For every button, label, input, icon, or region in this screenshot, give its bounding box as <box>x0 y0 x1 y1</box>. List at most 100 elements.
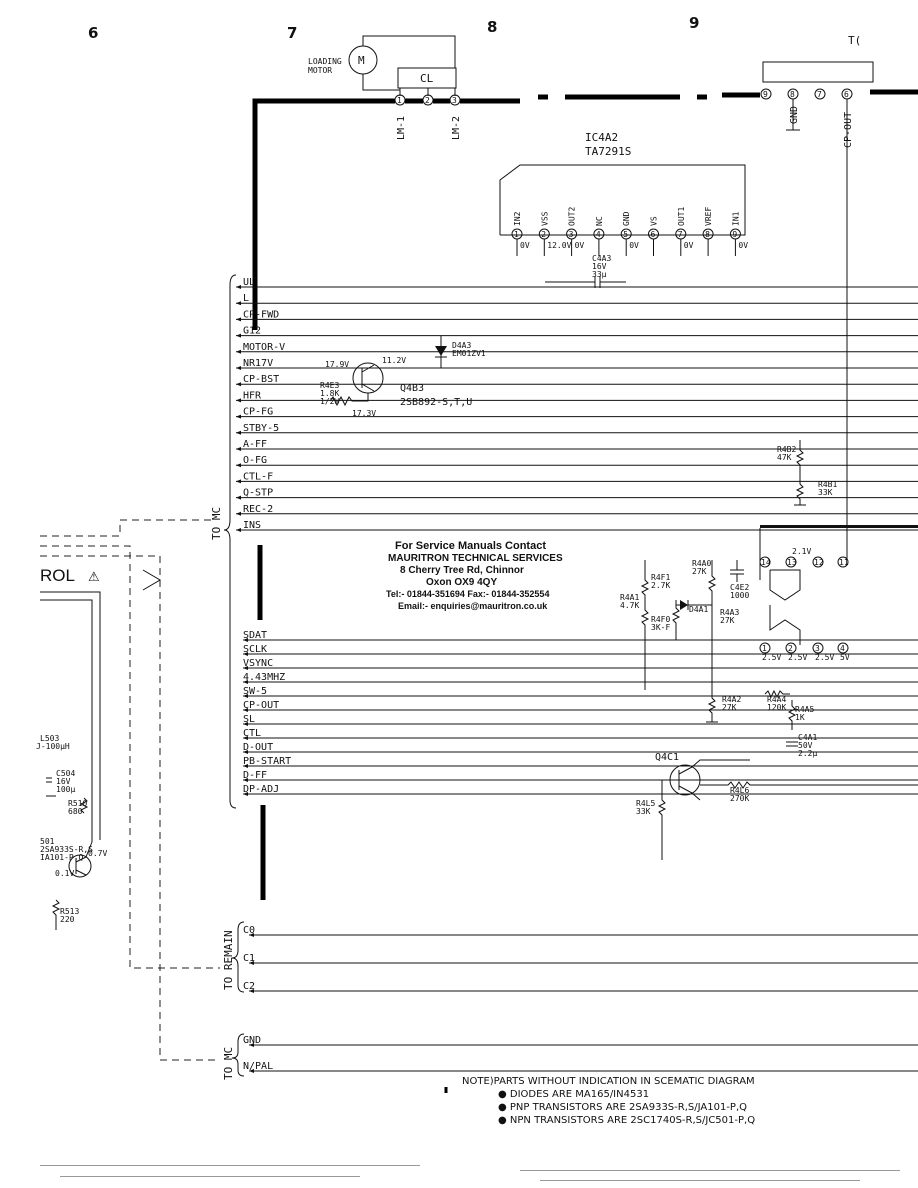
pin-number: 2 <box>425 96 430 105</box>
signal-label: CTL <box>243 728 261 739</box>
d4a3-ref: D4A3 <box>452 341 471 350</box>
motor-symbol: M <box>358 54 365 67</box>
opamp-pin-number: 12 <box>814 558 824 567</box>
ic-pin-group: IN210VVSS212.0VOUT230VNC4GND50VVS6OUT170… <box>511 207 748 256</box>
opamp-pin-number: 4 <box>840 644 845 653</box>
transistor-q4b3: Q4B3 2SB892-S,T,U 17.9V 11.2V 17.3V R4E3… <box>320 356 472 418</box>
signal-arrow <box>249 933 254 937</box>
group-label-to-mc: TO MC <box>210 507 223 540</box>
column-number: T( <box>848 34 861 47</box>
l503-value: J-100μH <box>36 742 70 751</box>
scan-noise <box>40 1165 900 1181</box>
opamp-pin-number: 11 <box>839 558 849 567</box>
c4a1-value: 50V <box>798 741 813 750</box>
notes-block: NOTE)PARTS WITHOUT INDICATION IN SCEMATI… <box>444 1076 755 1126</box>
pin-number: 6 <box>844 90 849 99</box>
signal-arrow <box>236 463 241 468</box>
signal-arrow <box>236 382 241 387</box>
ic-pin-voltage: 12.0V <box>547 241 571 250</box>
pin-number: 3 <box>452 96 457 105</box>
signal-label: CP-FG <box>243 407 273 418</box>
r4a4-value: 120K <box>767 703 786 712</box>
banner-line: For Service Manuals Contact <box>395 540 546 552</box>
signal-label: SCLK <box>243 644 267 655</box>
signal-arrow <box>236 349 241 354</box>
ic-pin-name: VREF <box>704 207 713 226</box>
ic-pin-name: GND <box>622 211 631 226</box>
ic-pin-voltage: 0V <box>520 241 530 250</box>
r4a2-value: 27K <box>722 703 737 712</box>
pin-number: 8 <box>790 90 795 99</box>
opamp-pin <box>785 642 797 654</box>
ic-ref: IC4A2 <box>585 131 618 144</box>
signal-label: N/PAL <box>243 1061 273 1072</box>
opamp-pin-number: 1 <box>762 644 767 653</box>
group-braces <box>223 274 245 1077</box>
c504-value: 100μ <box>56 785 75 794</box>
signal-label: CP-BST <box>243 374 279 385</box>
r4b2-ref: R4B2 <box>777 445 796 454</box>
signal-label: REC-2 <box>243 504 273 515</box>
r4a1-value: 4.7K <box>620 601 639 610</box>
d4a3-part: EM01ZV1 <box>452 349 486 358</box>
r4l6-ref: R4L6 <box>730 786 749 795</box>
r4f1-value: 2.7K <box>651 581 670 590</box>
q501-part: IA101-P,Q <box>40 853 84 862</box>
column-number: 8 <box>487 18 497 36</box>
opamp-pin <box>812 556 824 568</box>
c4a3-value: 33μ <box>592 270 607 279</box>
signal-arrow <box>249 989 254 993</box>
c4a1-value: 2.2μ <box>798 749 817 758</box>
connector-right: 9 8 7 6 GND CP-OUT <box>760 61 874 560</box>
notes-title: NOTE)PARTS WITHOUT INDICATION IN SCEMATI… <box>462 1076 755 1087</box>
c4e2-ref: C4E2 <box>730 583 749 592</box>
signal-arrow <box>243 638 248 642</box>
signal-arrow <box>236 301 241 306</box>
ic-pin-name: VS <box>650 216 659 226</box>
r513-value: 220 <box>60 915 75 924</box>
pin-number: 9 <box>763 90 768 99</box>
pin-number: 7 <box>817 90 822 99</box>
group-label-to-mc2: TO MC <box>222 1047 235 1080</box>
signal-arrow <box>243 764 248 768</box>
signal-label: CP-FWD <box>243 309 279 320</box>
ic-pin-number: 5 <box>623 230 628 239</box>
column-number: 7 <box>287 24 297 42</box>
signal-arrow <box>243 722 248 726</box>
notes-item: ● DIODES ARE MA165/IN4531 <box>498 1089 649 1100</box>
signal-arrow <box>236 285 241 289</box>
section-title-fragment: ROL <box>40 566 75 585</box>
r4a4-ref: R4A4 <box>767 695 786 704</box>
q501-voltage: 0.7V <box>88 849 107 858</box>
banner-line: MAURITRON TECHNICAL SERVICES <box>388 553 563 564</box>
l503-ref: L503 <box>40 734 59 743</box>
notes-item: ● NPN TRANSISTORS ARE 2SC1740S-R,S/JC501… <box>498 1115 755 1126</box>
signal-label: C2 <box>243 981 255 992</box>
banner-line: 8 Cherry Tree Rd, Chinnor <box>400 565 524 576</box>
r510-ref: R510 <box>68 799 87 808</box>
net-label-gnd: GND <box>789 106 800 124</box>
opamp-pin-number: 3 <box>815 644 820 653</box>
signal-label: DP-ADJ <box>243 784 279 795</box>
r4a0-ref: R4A0 <box>692 559 711 568</box>
opamp-pin <box>812 642 824 654</box>
signal-label: G12 <box>243 326 261 337</box>
column-number: 6 <box>88 24 98 42</box>
q501-voltage: 0.1V <box>55 869 74 878</box>
signal-arrow <box>243 778 248 782</box>
signal-label: GND <box>243 1035 261 1046</box>
ic-pin-name: OUT1 <box>677 207 686 226</box>
signal-arrow <box>236 398 241 403</box>
ic-pin-name: IN1 <box>731 211 740 226</box>
r4a0-value: 27K <box>692 567 707 576</box>
ic-part: TA7291S <box>585 145 631 158</box>
signal-rail-lower: SDATSCLKVSYNC4.43MHZSW-5CP-OUTSLCTLD-OUT… <box>243 630 918 796</box>
ic-pin-voltage: 0V <box>738 241 748 250</box>
signal-label: PB-START <box>243 756 291 767</box>
d4a1-ref: D4A1 <box>689 605 708 614</box>
c504-value: 16V <box>56 777 71 786</box>
warning-icon: ⚠ <box>88 569 100 584</box>
signal-rail-mc: ULLCP-FWDG12MOTOR-VNR17VCP-BSTHFRCP-FGST… <box>236 277 918 532</box>
signal-arrow <box>236 511 241 516</box>
